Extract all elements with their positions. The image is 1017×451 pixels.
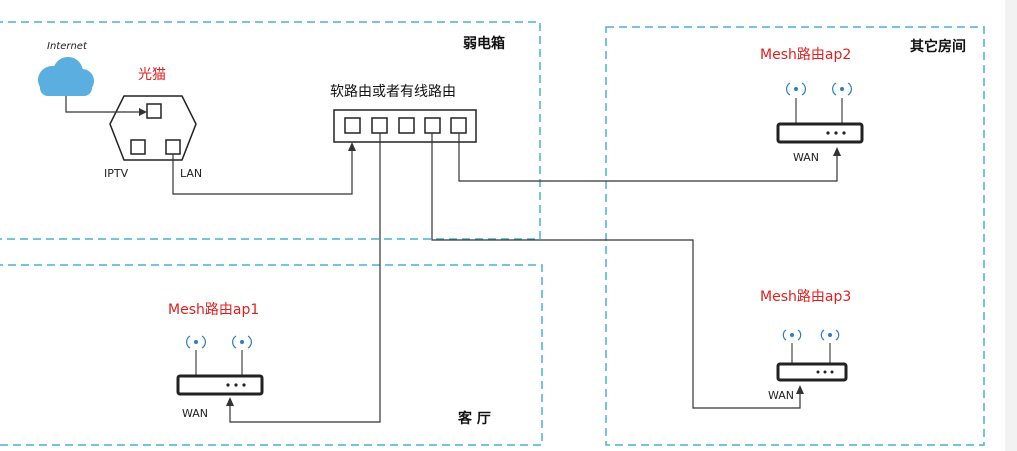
zone-living-room-border	[0, 264, 543, 446]
arrow-ap2-in	[833, 147, 841, 156]
ap3-wan-label: WAN	[768, 389, 795, 402]
ap1-router	[176, 350, 264, 396]
modem-port-iptv	[130, 139, 146, 155]
modem-label: 光猫	[138, 67, 166, 83]
zone-weak-box-border	[0, 21, 541, 240]
cable-lan-router	[172, 145, 353, 195]
cable-internet-modem	[65, 96, 145, 113]
zone-weak-box-title: 弱电箱	[463, 36, 505, 52]
zone-living-room-title: 客 厅	[458, 411, 491, 427]
arrow-modem-in	[139, 108, 147, 116]
wifi-icon	[782, 329, 840, 341]
ap1-wan-label: WAN	[182, 407, 209, 420]
ap2-label: Mesh路由ap2	[760, 47, 852, 63]
router-port-2	[371, 117, 388, 134]
router-port-1	[344, 117, 361, 134]
ap2-router	[776, 98, 864, 144]
router-port-3	[398, 117, 415, 134]
main-router-label: 软路由或者有线路由	[330, 84, 456, 100]
cable-router-ap2	[458, 133, 838, 182]
cable-router-ap1	[229, 133, 381, 423]
wifi-icon	[186, 335, 252, 349]
ap1-label: Mesh路由ap1	[168, 302, 260, 318]
arrow-router-in	[348, 142, 356, 151]
cable-router-ap3	[431, 133, 801, 409]
arrow-ap1-in	[226, 397, 234, 406]
zone-other-rooms-title: 其它房间	[910, 39, 966, 55]
modem-iptv-label: IPTV	[104, 167, 129, 180]
ap3-router	[776, 343, 848, 382]
internet-label: Internet	[47, 41, 87, 52]
wifi-icon	[786, 82, 852, 96]
router-port-4	[424, 117, 441, 134]
router-port-5	[450, 117, 467, 134]
cloud-icon	[38, 57, 94, 96]
modem-port-lan	[165, 139, 181, 155]
modem-lan-label: LAN	[180, 167, 203, 180]
ap3-label: Mesh路由ap3	[760, 289, 852, 305]
arrow-ap3-in	[796, 385, 804, 394]
ap2-wan-label: WAN	[793, 151, 820, 164]
modem-port-internet	[146, 103, 162, 119]
zone-other-rooms-border	[605, 26, 985, 446]
